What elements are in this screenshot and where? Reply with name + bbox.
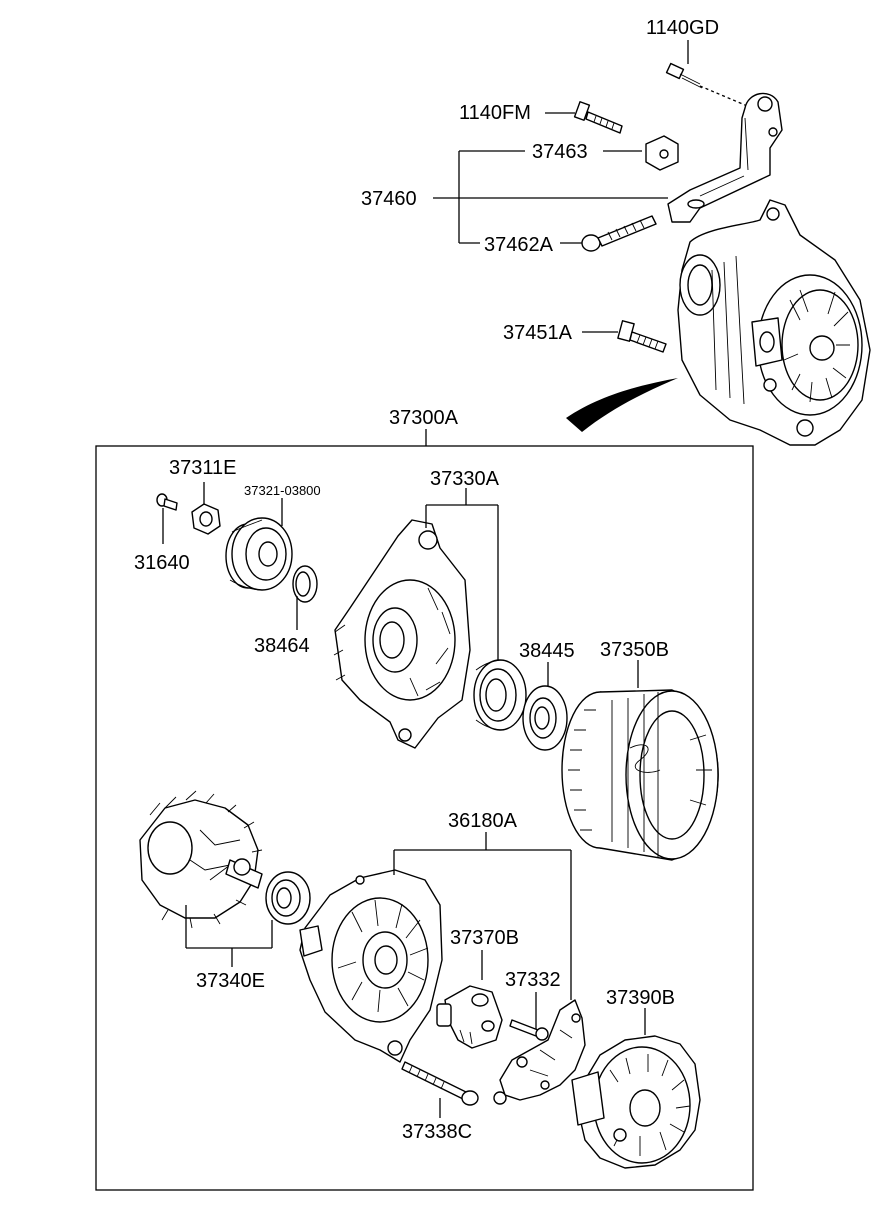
bolt-1140fm: [545, 101, 623, 134]
label-37338c: 37338C: [402, 1121, 473, 1143]
label-37390b: 37390B: [606, 987, 675, 1009]
assembly-arrow: [566, 378, 678, 432]
nut-37311e: [191, 482, 221, 535]
leader-37330a: [425, 488, 499, 662]
bolt-37338c: [401, 1061, 479, 1118]
label-38464: 38464: [254, 635, 310, 657]
label-37332: 37332: [505, 969, 561, 991]
label-1140gd: 1140GD: [646, 17, 720, 39]
cover-38445: [522, 662, 568, 751]
bearing-rear: [265, 871, 311, 925]
rectifier-assembly: [493, 999, 586, 1105]
label-37370b: 37370B: [450, 927, 519, 949]
leader-37340e: [185, 905, 273, 967]
label-37460: 37460: [361, 188, 417, 210]
bolt-37462a: [581, 215, 657, 252]
rear-cover-37390b: [571, 1008, 701, 1169]
label-37300a: 37300A: [389, 407, 458, 429]
rear-bracket-36180a: [299, 869, 443, 1063]
label-36180a: 36180A: [448, 810, 517, 832]
screw-37332: [509, 992, 549, 1041]
label-37451a: 37451A: [503, 322, 572, 344]
label-37350b: 37350B: [600, 639, 669, 661]
leader-36180a: [393, 832, 572, 1000]
nut-37463: [645, 135, 679, 171]
spacer-38464: [292, 565, 318, 630]
group-leader-bracket: [433, 150, 668, 244]
assembly-box-37300a: [95, 429, 754, 1191]
label-1140fm: 1140FM: [459, 102, 531, 124]
regulator-37370b: [436, 950, 503, 1049]
bearing-front: [473, 659, 527, 731]
label-31640: 31640: [134, 552, 190, 574]
pulley-37321-03800: [225, 498, 293, 591]
label-37462a: 37462A: [484, 234, 553, 256]
rotor-37340e: [139, 790, 263, 929]
label-37330a: 37330A: [430, 468, 499, 490]
bolt-1140gd: [665, 40, 753, 109]
screw-31640: [156, 493, 178, 544]
label-37340e: 37340E: [196, 970, 265, 992]
label-38445: 38445: [519, 640, 575, 662]
stator-37350b: [561, 660, 719, 861]
alternator-assembly: [677, 199, 871, 446]
label-37463: 37463: [532, 141, 588, 163]
bracket-37460: [667, 92, 783, 223]
label-37321-03800: 37321-03800: [244, 483, 321, 498]
bolt-37451a: [582, 320, 667, 353]
label-37311e: 37311E: [169, 457, 237, 479]
front-bracket-37330a: [333, 519, 471, 749]
